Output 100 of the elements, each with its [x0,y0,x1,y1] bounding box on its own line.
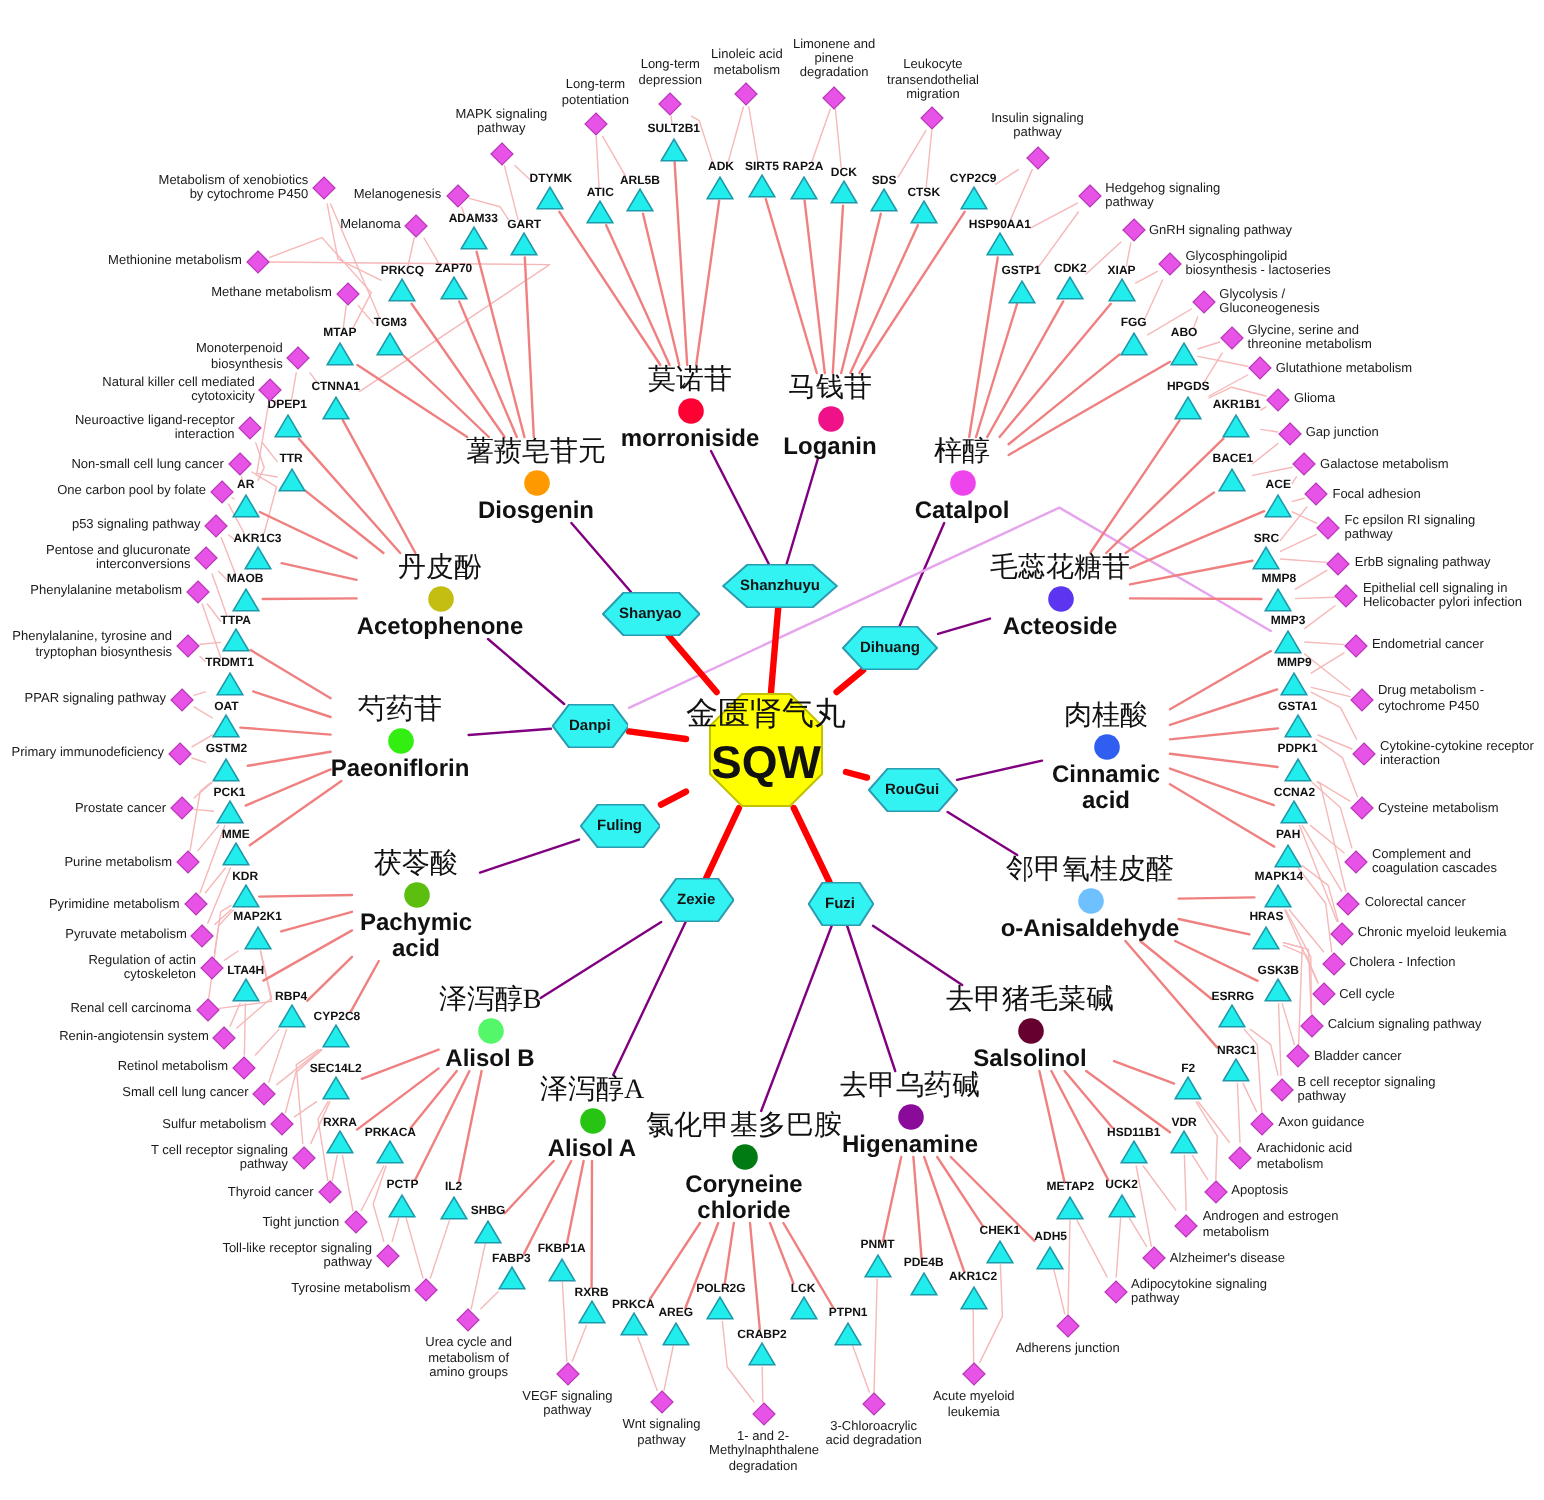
compound-name: Alisol B [445,1045,535,1071]
compound-name: 毛蕊花糖苷 [990,553,1130,583]
connector-line [204,867,227,894]
connector-line [207,867,232,924]
connector-line [1146,308,1193,336]
connector-line [723,1221,735,1285]
connector-line [523,256,535,439]
connector-line [457,1069,483,1184]
connector-line [1125,242,1132,267]
connector-line [785,457,819,566]
connector-line [849,224,919,375]
compound-name: 泽泻醇A [539,1075,645,1105]
connector-line [803,199,826,375]
connector-line [355,1067,440,1131]
connector-line [673,160,689,367]
connector-line [402,354,490,439]
connector-line [1303,653,1351,691]
connector-line [1203,352,1223,384]
connector-line [1063,1069,1114,1130]
connector-line [1139,939,1213,1001]
connector-line [858,210,966,375]
connector-line [331,1154,338,1182]
connector-line [684,1221,720,1310]
connector-line [208,909,234,999]
connector-line [243,1002,247,1056]
compound-name: 泽泻醇B [438,985,542,1015]
connector-line [189,781,212,852]
connector-line [846,924,897,1073]
connector-line [191,757,207,764]
connector-line [201,603,222,660]
connector-line [213,904,232,955]
connector-line [852,1345,871,1393]
connector-line [912,1155,923,1260]
connector-line [1038,211,1080,267]
connector-line [1279,506,1308,542]
connector-line [1191,1154,1209,1181]
connector-line [1168,783,1276,848]
connector-line [1282,941,1312,1015]
connector-line [317,1100,329,1182]
connector-line [217,570,228,581]
connector-line [326,203,382,281]
compound-name: Acetophenone [356,613,524,639]
compound-name: Cinnamic acid [1049,761,1162,813]
connector-line [360,1165,385,1212]
connector-line [1279,558,1328,564]
connector-line [1089,419,1181,555]
connector-line [460,206,465,215]
connector-line [255,442,265,482]
connector-line [1243,1028,1263,1113]
connector-line [306,955,354,1002]
connector-line [1053,1269,1066,1315]
connector-line [1304,641,1345,646]
compound-name: 去甲猪毛菜碱 [946,985,1114,1015]
connector-line [470,1243,486,1310]
connector-line [782,1221,835,1310]
connector-line [193,706,214,719]
compound-name: 莫诺苷 [648,365,732,395]
connector-line [565,1159,585,1246]
connector-line [1135,1165,1153,1248]
compound-name: o-Anisaldehyde [1000,915,1180,941]
connector-line [1038,1069,1066,1184]
connector-line [258,893,354,898]
connector-line [503,1159,555,1215]
compound-name: Diosgenin [477,497,594,523]
connector-line [1249,1028,1279,1076]
connector-line [295,1048,319,1145]
connector-line [898,521,946,628]
compound-name: Pachymic acid [357,909,475,961]
connector-line [1285,909,1313,1015]
connector-line [1007,360,1172,457]
connector-line [760,924,833,1113]
connector-line [1007,353,1121,446]
connector-line [767,604,782,696]
connector-line [486,637,566,706]
compound-name: Alisol A [547,1135,637,1161]
connector-line [269,236,372,330]
connector-line [356,363,469,439]
connector-line [1315,738,1359,798]
connector-line [641,212,681,367]
connector-line [199,655,206,662]
connector-line [605,224,671,367]
connector-line [1317,734,1353,750]
connector-line [986,300,1065,439]
connector-line [1124,491,1216,555]
connector-line [1298,824,1338,923]
connector-line [727,106,745,164]
connector-line [1009,168,1033,221]
connector-line [1067,1219,1071,1315]
connector-line [833,666,867,696]
connector-line [251,471,278,534]
connector-line [840,212,882,375]
connector-line [657,788,690,808]
connector-line [429,1219,451,1279]
connector-line [329,203,381,319]
connector-line [1076,1219,1108,1278]
connector-line [193,808,215,812]
connector-line [561,1281,568,1363]
connector-line [1291,497,1306,503]
connector-line [407,237,415,267]
connector-line [1291,511,1318,524]
